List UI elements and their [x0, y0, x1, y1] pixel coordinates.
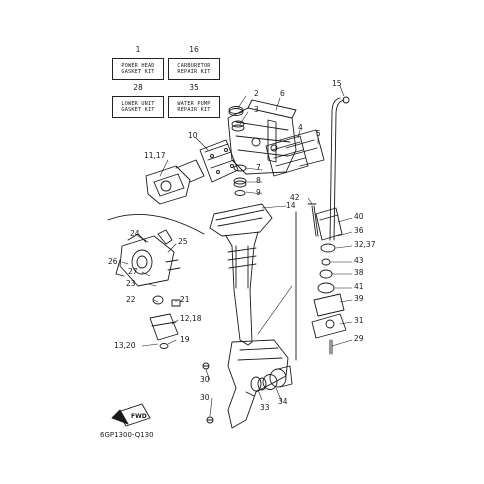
- kit-line: GASKET KIT: [121, 68, 155, 75]
- callout-26: 26: [108, 257, 118, 266]
- callout-33: 33: [260, 403, 270, 412]
- cylinder-block-drawing: [227, 99, 297, 175]
- callout-39: 39: [354, 294, 364, 303]
- prop-shaft-housing-drawing: [250, 365, 293, 392]
- fwd-label: FWD: [131, 413, 147, 420]
- callout-22: 22: [126, 295, 136, 304]
- callout-30: 30: [200, 393, 210, 402]
- kit-box-carburetor: CARBURETOR REPAIR KIT: [168, 58, 220, 80]
- drain-screws-drawing: [202, 362, 214, 424]
- kit-line: REPAIR KIT: [177, 68, 211, 75]
- kit-line: POWER HEAD: [121, 62, 155, 69]
- kit-line: LOWER UNIT: [121, 100, 155, 107]
- cylinder-head-drawing: [199, 139, 239, 183]
- callout-41: 41: [354, 282, 364, 291]
- kit-box-lower-unit: LOWER UNIT GASKET KIT: [112, 96, 164, 118]
- callout-12-18: 12,18: [180, 314, 202, 323]
- callout-24: 24: [130, 229, 140, 238]
- callout-2: 2: [254, 89, 259, 98]
- callout-38: 38: [354, 268, 364, 277]
- upper-casing-drawing: [209, 203, 273, 346]
- callout-10: 10: [188, 131, 198, 140]
- callout-5: 5: [316, 129, 321, 138]
- callout-4: 4: [298, 123, 303, 132]
- callout-40: 40: [354, 212, 364, 221]
- callout-42: 42: [290, 193, 300, 202]
- kit-line: WATER PUMP: [177, 100, 211, 107]
- callout-32-37: 32,37: [354, 240, 376, 249]
- kit-number: 28: [133, 83, 143, 92]
- callout-36: 36: [354, 226, 364, 235]
- callout-30: 30: [200, 375, 210, 384]
- shift-rod-drawing: [307, 203, 319, 237]
- callout-3: 3: [254, 105, 259, 114]
- kit-line: REPAIR KIT: [177, 106, 211, 113]
- callout-31: 31: [354, 316, 364, 325]
- callout-6: 6: [280, 89, 285, 98]
- callout-11-17: 11,17: [144, 151, 166, 160]
- callout-7: 7: [256, 163, 261, 172]
- callout-19: 19: [180, 335, 190, 344]
- carburetor-group-brace: [107, 213, 205, 235]
- exhaust-cover-drawing: [145, 159, 205, 205]
- callout-29: 29: [354, 334, 364, 343]
- callout-27: 27: [128, 267, 138, 276]
- lower-unit-drawing: [227, 339, 289, 429]
- carburetor-drawing: [115, 229, 181, 287]
- diagram-code: 6GP1300-Q130: [100, 431, 154, 439]
- callout-34: 34: [278, 397, 288, 406]
- kit-number: 16: [189, 45, 199, 54]
- forward-arrow-badge: FWD: [111, 403, 151, 427]
- leader-lines: [121, 85, 353, 417]
- kit-box-power-head: POWER HEAD GASKET KIT: [112, 58, 164, 80]
- callout-23: 23: [126, 279, 136, 288]
- callout-25: 25: [178, 237, 188, 246]
- kit-line: CARBURETOR: [177, 62, 211, 69]
- callout-14: 14: [286, 201, 296, 210]
- kit-number: 35: [189, 83, 199, 92]
- callout-8: 8: [256, 176, 261, 185]
- callout-43: 43: [354, 256, 364, 265]
- water-tube-drawing: [329, 96, 350, 241]
- reed-valve-drawing: [265, 129, 325, 177]
- callout-15: 15: [332, 79, 342, 88]
- callout-21: 21: [180, 295, 190, 304]
- callout-9: 9: [256, 188, 261, 197]
- kit-number: 1: [135, 45, 141, 54]
- callout-13-20: 13,20: [114, 341, 136, 350]
- kit-line: GASKET KIT: [121, 106, 155, 113]
- seal-stack-drawing: [228, 106, 247, 196]
- float-bowl-drawing: [149, 295, 181, 349]
- kit-box-water-pump: WATER PUMP REPAIR KIT: [168, 96, 220, 118]
